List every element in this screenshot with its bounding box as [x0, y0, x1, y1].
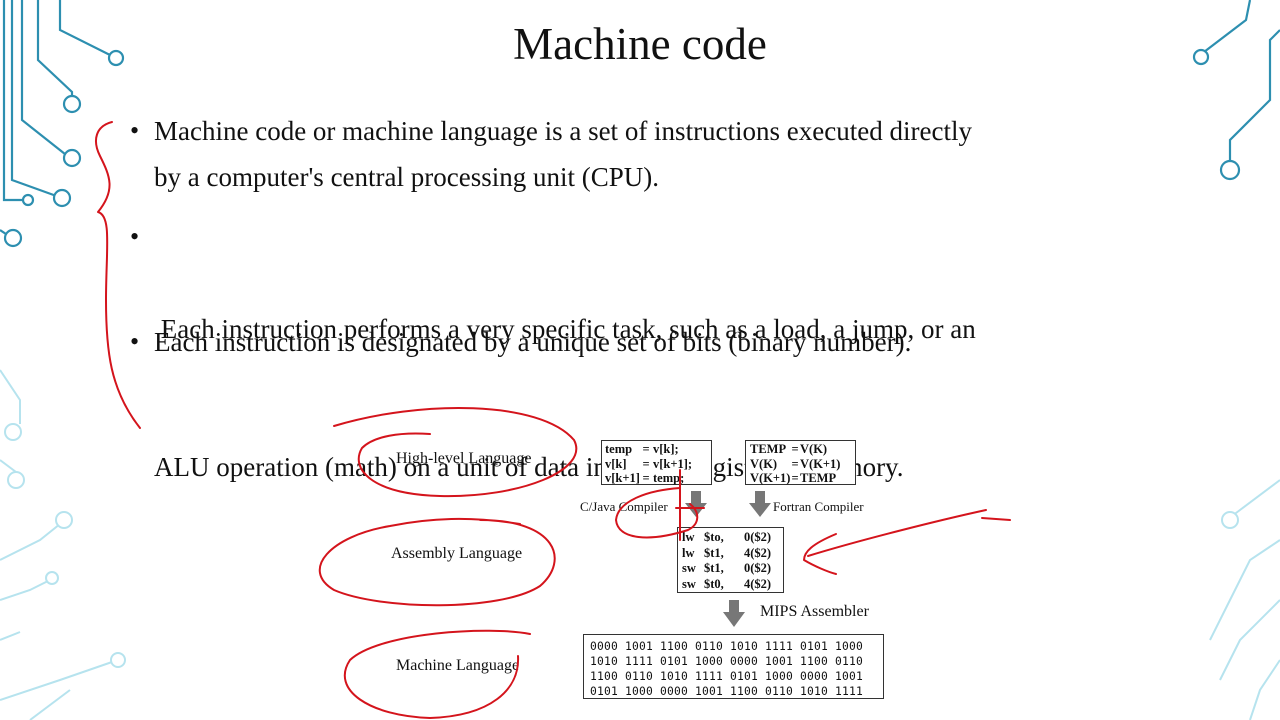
down-arrow-icon [723, 600, 745, 627]
binary-line: 1010 1111 0101 1000 0000 1001 1100 0110 [590, 655, 864, 668]
c-code-box: temp=v[k]; v[k]=v[k+1]; v[k+1]=temp; [601, 440, 712, 485]
code-line: v[k]=v[k+1]; [605, 456, 693, 471]
bullet-text: Each instruction is designated by a uniq… [154, 327, 912, 357]
mips-assembler-label: MIPS Assembler [760, 603, 869, 620]
code-line: v[k+1]=temp; [605, 471, 685, 485]
code-line: temp=v[k]; [605, 442, 679, 456]
slide-title: Machine code [513, 19, 767, 69]
code-line: sw$t1,0($2) [682, 561, 772, 575]
down-arrow-icon [685, 491, 707, 517]
binary-code-box: 0000 1001 1100 0110 1010 1111 0101 1000 … [583, 634, 884, 699]
binary-line: 0101 1000 0000 1001 1100 0110 1010 1111 [590, 685, 864, 698]
circuit-decoration-left [0, 0, 126, 720]
code-line: lw$t1,4($2) [682, 545, 772, 560]
binary-line: 0000 1001 1100 0110 1010 1111 0101 1000 [590, 640, 864, 653]
binary-line: 1100 0110 1010 1111 0101 1000 0000 1001 [590, 670, 864, 683]
fortran-code-box: TEMP=V(K) V(K)=V(K+1) V(K+1)=TEMP [745, 440, 856, 485]
code-line: sw$t0,4($2) [682, 576, 772, 591]
code-line: TEMP=V(K) [750, 442, 828, 456]
circuit-decoration-right [1192, 0, 1280, 720]
code-line: V(K)=V(K+1) [750, 456, 841, 471]
down-arrow-icon [749, 491, 771, 517]
mips-code-box: lw$to,0($2) lw$t1,4($2) sw$t1,0($2) sw$t… [677, 527, 784, 593]
code-line: V(K+1)=TEMP [750, 471, 837, 485]
bullet-text: Machine code or machine language is a se… [154, 116, 972, 192]
